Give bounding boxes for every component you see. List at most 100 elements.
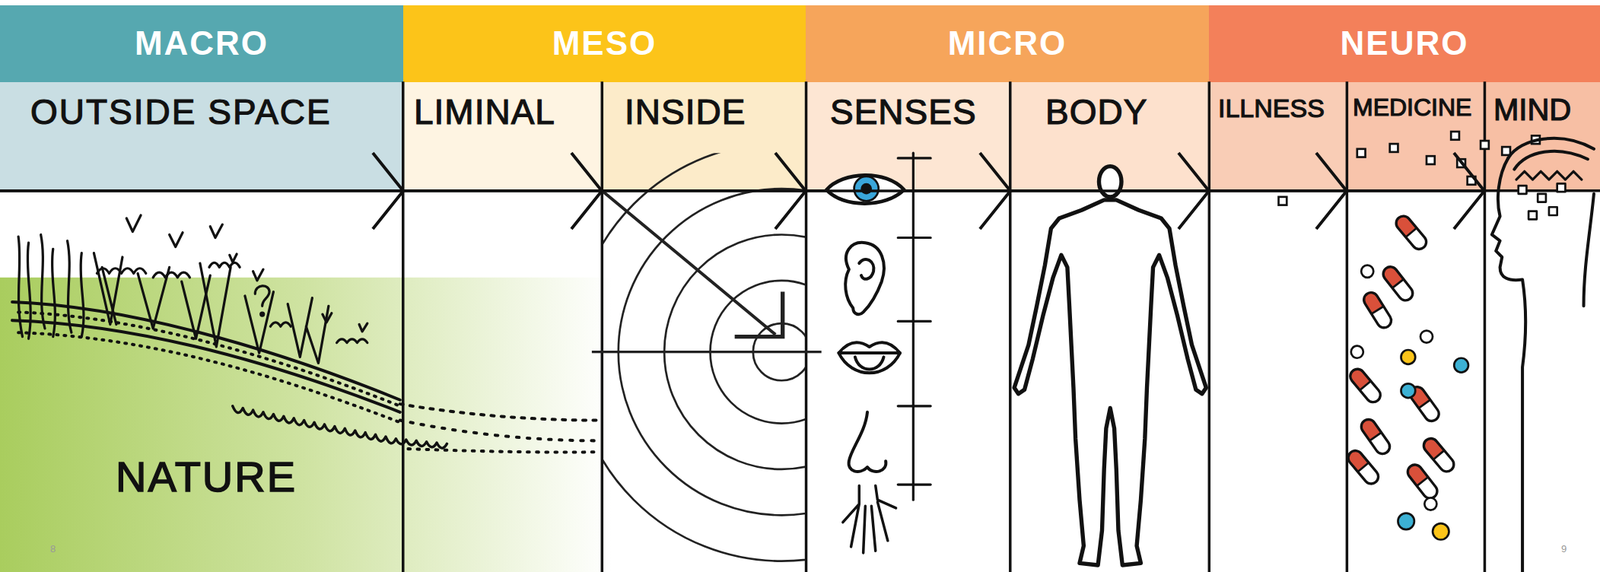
flow-arrow: [601, 152, 806, 230]
head-profile: [1557, 183, 1566, 192]
column-heading: LIMINAL: [403, 82, 602, 191]
column-divider: [401, 81, 404, 572]
flow-arrow: [403, 152, 602, 230]
nature-sketch: [229, 254, 237, 263]
nature-sketch: [18, 311, 401, 406]
sense-icons: [867, 461, 886, 472]
flow-line: [1010, 189, 1209, 193]
head-profile: [1518, 183, 1566, 220]
nature-sketch: [67, 241, 72, 334]
section-band: MESO: [403, 5, 806, 83]
label-wrap: NATURE: [115, 453, 297, 501]
column-divider: [1208, 81, 1211, 572]
pills: [1400, 383, 1416, 398]
sense-icons: [858, 259, 874, 280]
label-wrap: 8: [50, 541, 56, 556]
head-profile: [1514, 151, 1588, 170]
nature-sketch: [181, 275, 211, 339]
inside-circles: [709, 280, 805, 424]
head-profile: [1537, 194, 1546, 203]
pills: [1345, 448, 1381, 487]
nature-sketch: [152, 272, 190, 278]
nature-sketch: [96, 268, 146, 274]
flow-line: [0, 189, 404, 193]
column-divider: [601, 81, 604, 572]
nature-sketch: [287, 298, 312, 358]
pills: [1400, 349, 1416, 365]
symptom-squares: [1480, 140, 1489, 150]
head-profile: [1528, 211, 1537, 220]
nature-sketch: [12, 302, 401, 401]
pills: [1393, 213, 1429, 252]
pills: [1407, 384, 1442, 424]
chevron-head: [1316, 152, 1347, 230]
illustration: [0, 81, 1600, 572]
nature-sketch: [101, 267, 117, 325]
symptom-squares: [1456, 159, 1466, 168]
band-title: NEURO: [1340, 25, 1470, 62]
label-wrap: 9: [1561, 541, 1567, 556]
section-band: NEURO: [1208, 5, 1600, 83]
column-divider: [1483, 81, 1486, 572]
pills: [1347, 365, 1384, 405]
column-title: BODY: [1045, 92, 1148, 132]
inside-circles: [753, 323, 805, 381]
flow-line: [1346, 189, 1485, 193]
pills: [1380, 264, 1416, 304]
nature-label: NATURE: [115, 453, 297, 501]
nature-sketch: [232, 406, 448, 449]
page-number: 9: [1561, 543, 1567, 555]
column-heading: MEDICINE: [1346, 82, 1485, 191]
nature-sketch: [260, 312, 265, 316]
nature-sketch: [322, 313, 332, 323]
flow-arrow: [1010, 152, 1209, 230]
column-title: MEDICINE: [1352, 94, 1472, 121]
sense-icons: [842, 485, 897, 554]
head-profile: [1584, 194, 1594, 307]
symptom-squares: [1357, 149, 1366, 158]
page-number: 8: [50, 543, 56, 555]
sense-icons: [912, 152, 915, 500]
column-heading: INSIDE: [601, 82, 806, 191]
flow-line: [0, 189, 1600, 192]
section-band: MICRO: [805, 5, 1209, 83]
column-heading: OUTSIDE SPACE: [0, 82, 404, 191]
column-divider: [403, 81, 1486, 572]
pills: [1361, 289, 1394, 331]
flow-arrow: [0, 152, 404, 230]
sense-icons: [897, 158, 931, 485]
inside-circles: [603, 152, 806, 561]
nature-sketch: [169, 232, 183, 248]
chevron-head: [979, 152, 1011, 230]
nature-sketch: [359, 323, 368, 332]
nature-sketch: [137, 267, 170, 328]
column-heading: ILLNESS: [1208, 82, 1347, 191]
nature-sketch: [93, 253, 123, 325]
band-title: MACRO: [134, 25, 269, 62]
nature-sketch: [12, 215, 601, 453]
nature-sketch: [253, 269, 264, 281]
nature-sketch: [400, 420, 601, 442]
pills: [1432, 523, 1449, 540]
pills: [1351, 265, 1469, 541]
flow-line: [805, 189, 1011, 193]
pills: [1424, 498, 1437, 511]
column-heading: BODY: [1010, 82, 1209, 191]
head-profile: [1507, 138, 1594, 159]
sense-icons: [838, 342, 900, 354]
nature-sketch: [126, 215, 141, 232]
inside-circles: [601, 190, 776, 335]
column-divider: [1008, 81, 1012, 572]
column-heading: MIND: [1484, 82, 1600, 191]
sense-icons: [855, 356, 885, 369]
inside-circles: [734, 292, 783, 338]
flow-arrow: [805, 152, 1011, 230]
pills: [1420, 330, 1433, 344]
chevron-head: [1453, 152, 1485, 230]
column-divider: [1345, 81, 1349, 572]
head-profile: [1516, 171, 1582, 180]
nature-sketch: [244, 292, 274, 354]
column-heading: SENSES: [805, 82, 1011, 191]
inside-circles: [591, 350, 822, 354]
nature-sketch: [12, 320, 401, 413]
